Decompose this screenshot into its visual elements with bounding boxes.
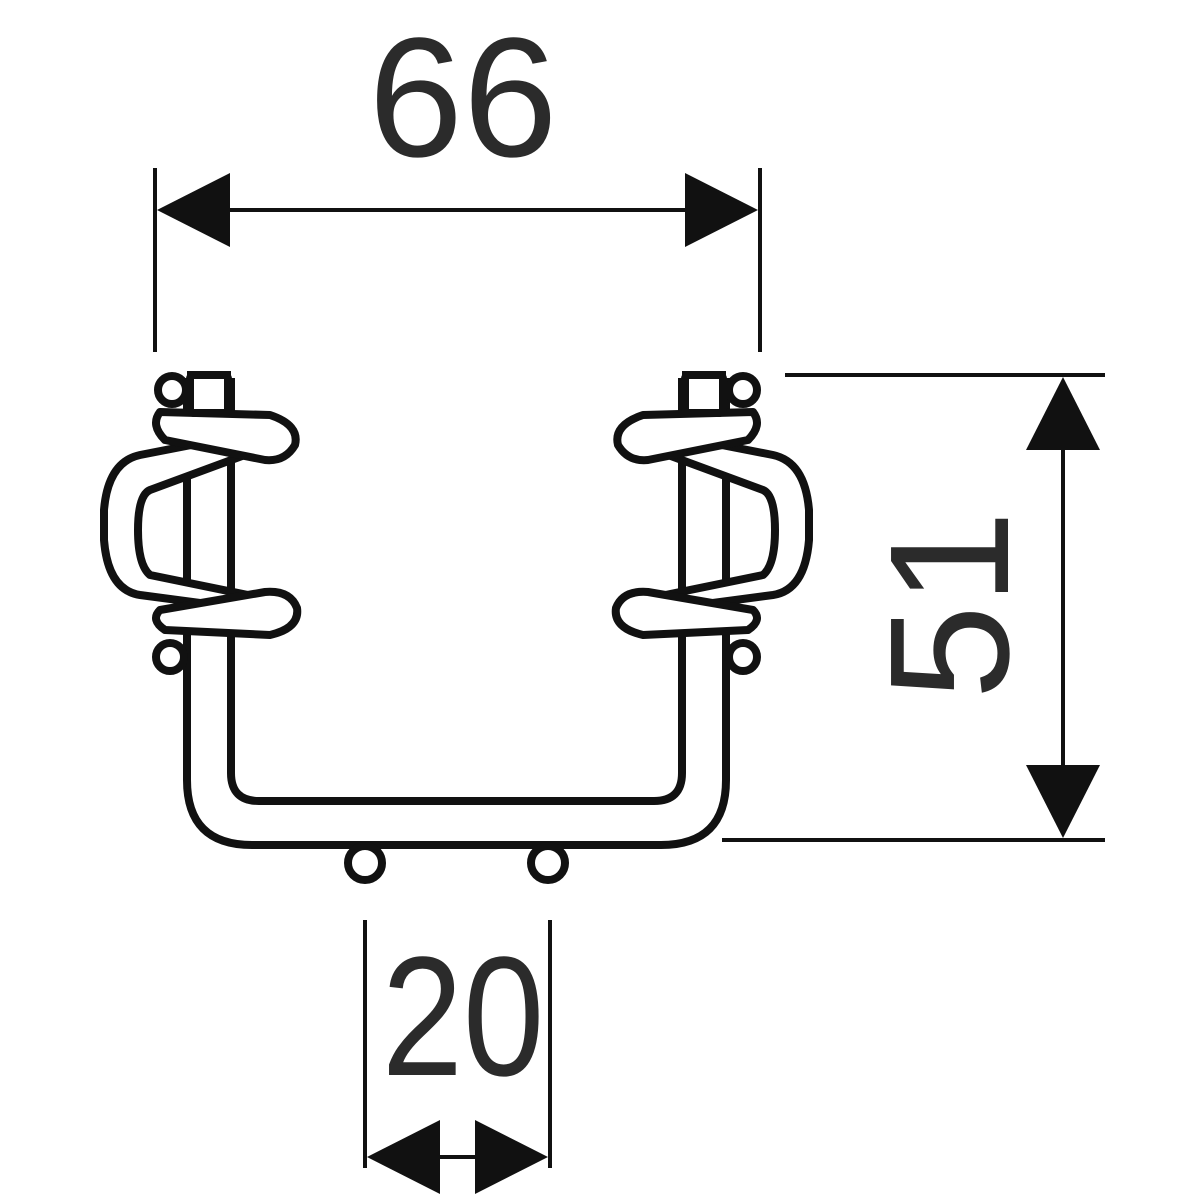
left-clip-nut bbox=[186, 371, 232, 417]
left-clip-upper-arm bbox=[152, 408, 300, 465]
right-clip-nut bbox=[681, 371, 727, 417]
height-arrow-bottom bbox=[1026, 765, 1100, 838]
height-dimension bbox=[722, 373, 1105, 842]
bottom-mounting-eyes bbox=[344, 842, 569, 884]
left-clip-lower-arm bbox=[152, 587, 302, 639]
right-wire-clip bbox=[611, 371, 813, 675]
width-dimension bbox=[153, 168, 762, 352]
bottom-eye-right bbox=[527, 842, 569, 884]
right-clip-bottom-eye bbox=[725, 639, 761, 675]
spacing-arrow-right bbox=[475, 1120, 548, 1194]
bracket-inner-outline bbox=[227, 642, 686, 805]
bottom-eye-left bbox=[344, 842, 386, 884]
left-wire-clip bbox=[100, 371, 302, 675]
left-clip-bottom-eye bbox=[152, 639, 188, 675]
width-dimension-label: 66 bbox=[368, 3, 557, 193]
spacing-dimension-label: 20 bbox=[382, 921, 545, 1112]
right-clip-top-eye bbox=[725, 372, 761, 408]
right-clip-lower-arm bbox=[611, 587, 761, 639]
spacing-arrow-left bbox=[367, 1120, 440, 1194]
width-arrow-left bbox=[157, 173, 230, 247]
right-clip-upper-arm bbox=[613, 408, 761, 465]
bracket-outer-outline bbox=[183, 642, 730, 849]
spacing-dimension bbox=[363, 920, 552, 1194]
left-clip-top-eye bbox=[154, 372, 190, 408]
width-arrow-right bbox=[685, 173, 758, 247]
height-dimension-label: 51 bbox=[855, 510, 1045, 699]
height-arrow-top bbox=[1026, 377, 1100, 450]
